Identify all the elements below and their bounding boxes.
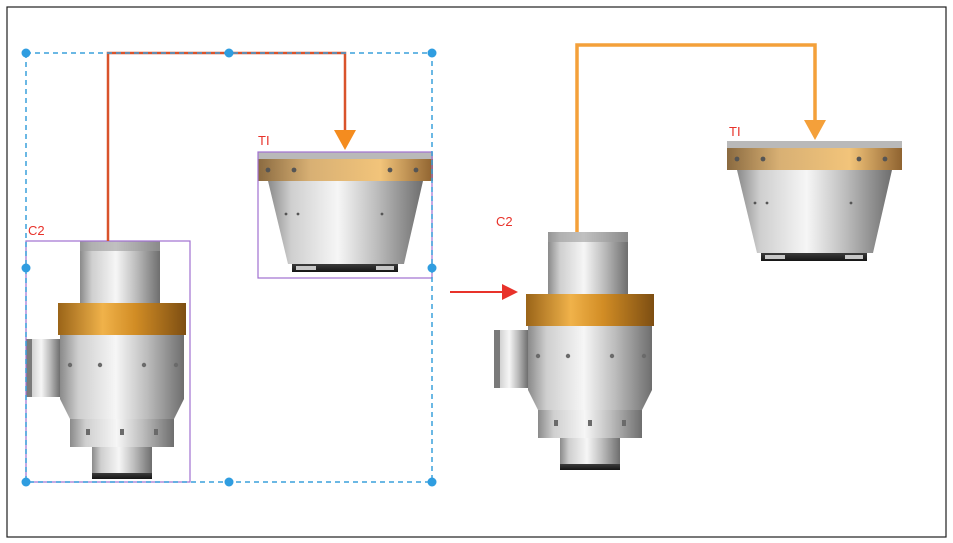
- handle-top-middle[interactable]: [224, 48, 234, 58]
- arrowhead-right: [804, 120, 826, 140]
- c2-label-right: C2: [496, 214, 513, 229]
- handle-middle-left[interactable]: [21, 263, 31, 273]
- t1-label-right: TI: [729, 124, 741, 139]
- t1-label-left: TI: [258, 133, 270, 148]
- c2-component-right[interactable]: [494, 232, 654, 470]
- handle-top-left[interactable]: [21, 48, 31, 58]
- handle-bottom-left[interactable]: [21, 477, 31, 487]
- left-panel: C2 TI: [21, 48, 437, 487]
- arrowhead-left: [334, 130, 356, 150]
- t1-component-right[interactable]: [727, 141, 902, 261]
- right-panel: C2 TI: [494, 43, 902, 470]
- c2-label-left: C2: [28, 223, 45, 238]
- connector-line-right[interactable]: [575, 43, 817, 232]
- handle-bottom-right[interactable]: [427, 477, 437, 487]
- handle-bottom-middle[interactable]: [224, 477, 234, 487]
- outer-frame: [6, 6, 947, 538]
- transition-arrowhead: [502, 284, 518, 300]
- t1-component-left[interactable]: [258, 152, 433, 272]
- c2-component-left[interactable]: [26, 241, 186, 479]
- transition-arrow: [450, 284, 518, 300]
- handle-top-right[interactable]: [427, 48, 437, 58]
- handle-middle-right[interactable]: [427, 263, 437, 273]
